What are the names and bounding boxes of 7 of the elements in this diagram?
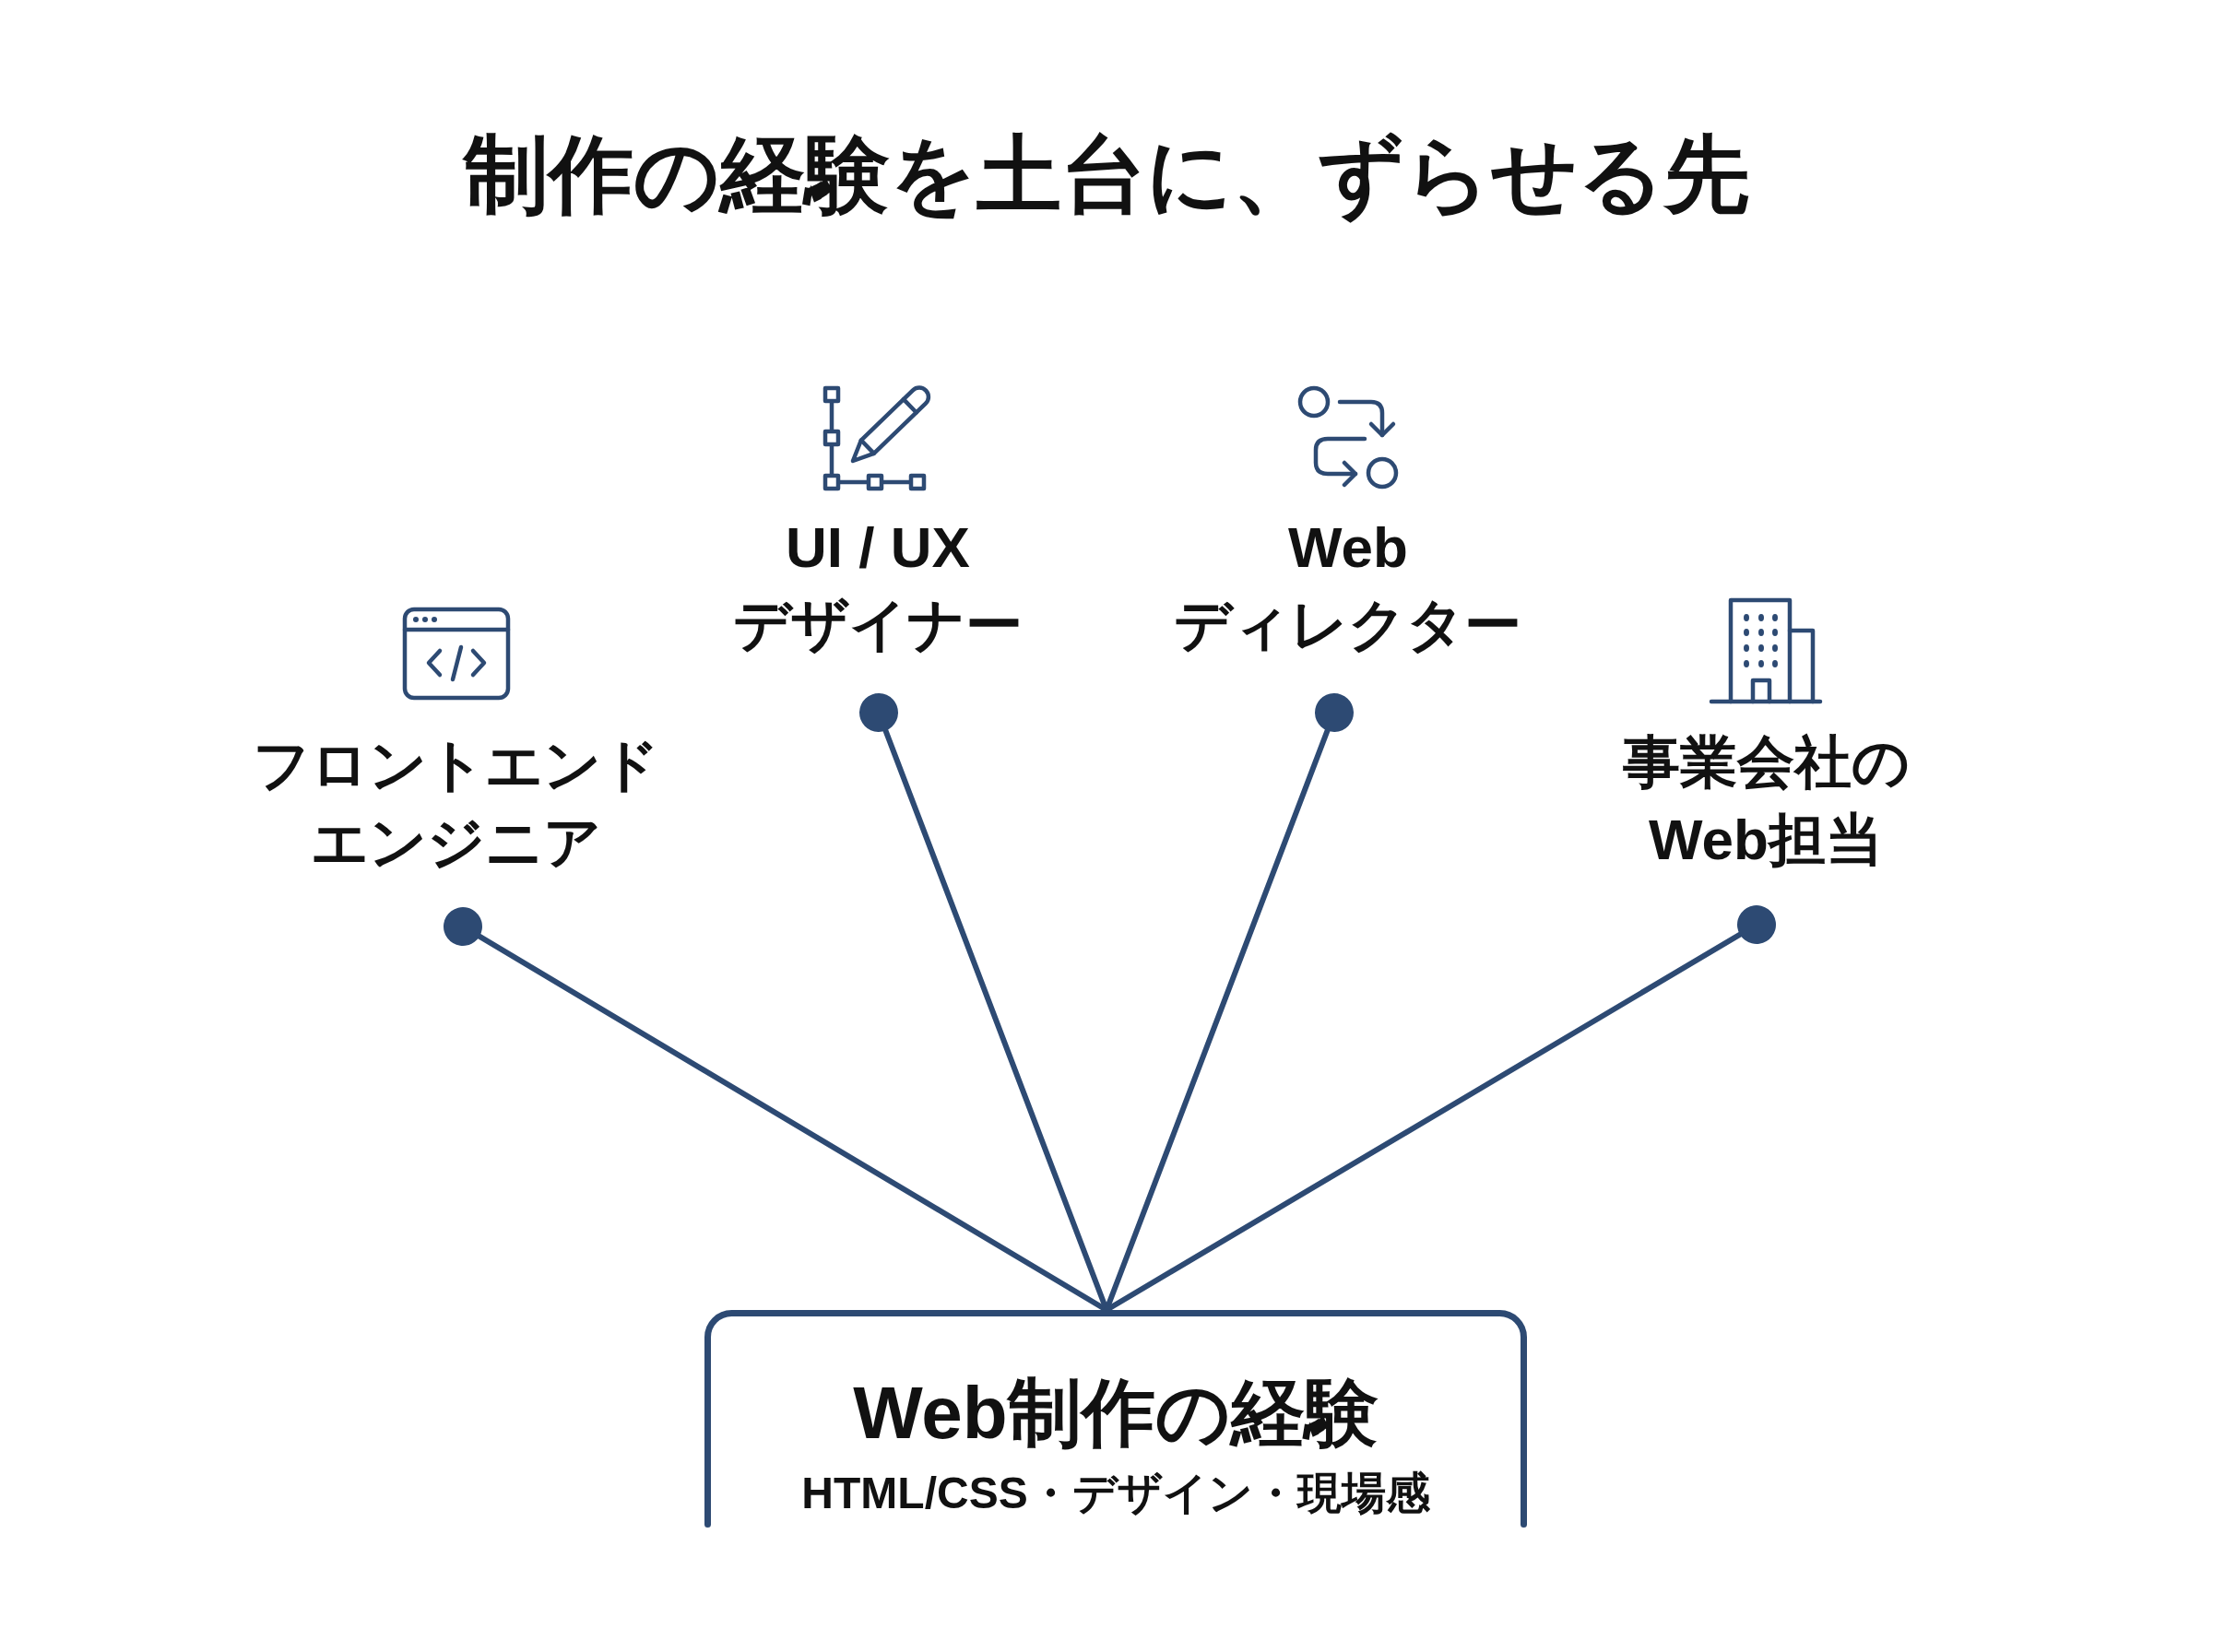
diagram-title: 制作の経験を土台に、ずらせる先 [464, 126, 1749, 225]
skill-list: HTML/CSS・デザイン・現場感 [801, 1467, 1430, 1520]
role-label: フロントエンドエンジニア [252, 732, 661, 876]
panel-heading: Web制作の経験 [853, 1371, 1379, 1456]
role-label: Web ディレクター [1173, 514, 1523, 658]
role-label: UI / UX デザイナー [732, 514, 1024, 658]
role-label: 事業会社のWeb担当 [1621, 729, 1911, 873]
